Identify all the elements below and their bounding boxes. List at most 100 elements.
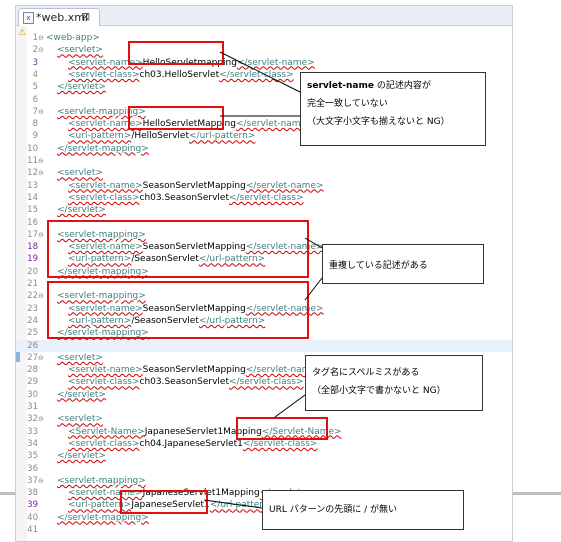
code-text: <servlet-name>SeasonServletMapping</serv… (68, 303, 324, 315)
fold-toggle-icon[interactable]: ⊖ (38, 353, 44, 362)
fold-toggle-icon[interactable]: ⊖ (38, 415, 44, 424)
code-text: <servlet-class>ch03.HelloServlet</servle… (68, 69, 294, 81)
code-line[interactable]: 36 (16, 463, 512, 475)
close-icon[interactable]: ⊠ (81, 10, 91, 23)
code-line[interactable]: 28<servlet-name>SeasonServletMapping</se… (16, 364, 512, 376)
xml-value: JapaneseServlet1Mapping (142, 488, 260, 499)
xml-tag: <servlet-mapping> (57, 475, 146, 486)
xml-tag: <servlet-class> (68, 377, 140, 388)
xml-tag: <servlet> (57, 414, 103, 425)
code-line[interactable]: 9<url-pattern>/HelloServlet</url-pattern… (16, 130, 512, 142)
fold-toggle-icon[interactable]: ⊖ (38, 46, 44, 55)
fold-toggle-icon[interactable]: ⊖ (38, 34, 44, 42)
xml-tag: </servlet-class> (228, 192, 304, 203)
code-line[interactable]: 33 <Servlet-Name>JapaneseServlet1Mapping<… (16, 426, 512, 438)
code-line[interactable]: 6 (16, 94, 512, 106)
code-text: <web-app> (46, 32, 100, 44)
code-line[interactable]: 8<servlet-name>HelloServletMapping</serv… (16, 118, 512, 130)
code-line[interactable]: 13<servlet-name>SeasonServletMapping</se… (16, 180, 512, 192)
fold-toggle-icon[interactable]: ⊖ (38, 157, 44, 165)
line-number: 28 (27, 365, 38, 376)
code-line[interactable]: 31 (16, 401, 512, 413)
code-line[interactable]: 35</servlet> (16, 450, 512, 462)
fold-toggle-icon[interactable]: ⊖ (38, 107, 44, 116)
code-line[interactable]: 40</servlet-mapping> (16, 512, 512, 524)
code-text: </servlet> (57, 81, 106, 93)
fold-toggle-icon[interactable]: ⊖ (38, 169, 44, 178)
callout-tag-typo: タグ名にスペルミスがある （全部小文字で書かないと NG） (305, 355, 483, 411)
code-line[interactable]: 16 (16, 217, 512, 229)
xml-value: JapaneseServlet1Mapping (144, 426, 262, 437)
code-line[interactable]: 12⊖<servlet> (16, 167, 512, 179)
line-number: 4 (32, 69, 38, 80)
code-line[interactable]: 22⊖<servlet-mapping> (16, 290, 512, 302)
fold-toggle-icon[interactable]: ⊖ (38, 292, 44, 301)
code-line[interactable]: 14<servlet-class>ch03.SeasonServlet</ser… (16, 192, 512, 204)
xml-value: HelloServletmapping (142, 57, 237, 68)
line-number: 15 (27, 205, 38, 216)
xml-value: ch03.SeasonServlet (139, 192, 229, 203)
connector-1 (219, 51, 301, 93)
line-number: 38 (27, 488, 38, 499)
code-line[interactable]: 24<url-pattern>/SeasonServlet</url-patte… (16, 315, 512, 327)
code-line[interactable]: 2⊖<servlet> (16, 44, 512, 56)
code-line[interactable]: 19<url-pattern>/SeasonServlet</url-patte… (16, 253, 512, 265)
line-number: 11 (27, 156, 38, 166)
fold-toggle-icon[interactable]: ⊖ (38, 476, 44, 485)
line-number: 16 (27, 217, 38, 228)
xml-tag: <Servlet-Name> (68, 426, 145, 437)
code-line[interactable]: 3<servlet-name>HelloServletmapping</serv… (16, 57, 512, 69)
editor-ruler (16, 26, 27, 541)
connector-4 (304, 277, 323, 301)
line-number: 14 (27, 192, 38, 203)
line-number: 20 (27, 266, 38, 277)
code-line[interactable]: 18 <servlet-name>SeasonServletMapping</se… (16, 241, 512, 253)
line-number: 33 (27, 426, 38, 437)
code-line[interactable]: 27⊖<servlet> (16, 352, 512, 364)
xml-tag: </url-pattern> (198, 315, 266, 326)
code-line[interactable]: 34<servlet-class>ch04.JapaneseServlet1</… (16, 438, 512, 450)
code-line[interactable]: 25</servlet-mapping> (16, 327, 512, 339)
code-text: <servlet> (57, 413, 103, 425)
code-text: <servlet-name>SeasonServletMapping</serv… (68, 180, 324, 192)
code-line[interactable]: 26 (16, 339, 512, 352)
xml-tag: <servlet-name> (68, 119, 143, 130)
code-line[interactable]: 41 (16, 524, 512, 536)
code-line[interactable]: 17⊖<servlet-mapping> (16, 229, 512, 241)
code-text: <url-pattern>/SeasonServlet</url-pattern… (68, 253, 265, 265)
code-line[interactable]: 29<servlet-class>ch03.SeasonServlet</ser… (16, 376, 512, 388)
xml-value: SeasonServletMapping (142, 303, 246, 314)
fold-toggle-icon[interactable]: ⊖ (38, 230, 44, 239)
code-text: </servlet-mapping> (57, 512, 149, 524)
code-text: <Servlet-Name>JapaneseServlet1Mapping</S… (68, 426, 342, 438)
code-line[interactable]: 10</servlet-mapping> (16, 143, 512, 155)
line-number: 5 (32, 82, 38, 93)
line-number: 18 (27, 242, 38, 253)
code-line[interactable]: 5 </servlet> (16, 81, 512, 93)
code-line[interactable]: 37⊖<servlet-mapping> (16, 475, 512, 487)
line-number: 39 (27, 500, 38, 511)
code-line[interactable]: 15</servlet> (16, 204, 512, 216)
code-line[interactable]: 7⊖<servlet-mapping> (16, 106, 512, 118)
code-line[interactable]: 30</servlet> (16, 389, 512, 401)
code-line[interactable]: 23<servlet-name>SeasonServletMapping</se… (16, 303, 512, 315)
tab-web-xml[interactable]: x *web.xml ⊠ (18, 8, 100, 26)
xml-tag: <servlet> (57, 45, 103, 56)
line-number: 25 (27, 328, 38, 339)
callout-url-slash-text: URL パターンの先頭に / が無い (269, 505, 398, 515)
xml-tag: </servlet> (57, 389, 106, 400)
xml-file-icon: x (23, 12, 34, 24)
xml-tag: <servlet-name> (68, 57, 143, 68)
code-line[interactable]: 4 <servlet-class>ch03.HelloServlet</servl… (16, 69, 512, 81)
line-number: 21 (27, 279, 38, 289)
xml-tag: </servlet-class> (242, 438, 318, 449)
xml-tag: </url-pattern> (198, 254, 266, 265)
code-line[interactable]: 1⊖<web-app> (16, 32, 512, 44)
code-line[interactable]: 21 (16, 278, 512, 290)
code-text: <servlet> (57, 44, 103, 56)
code-text: <servlet-name>SeasonServletMapping</serv… (68, 241, 324, 253)
code-line[interactable]: 20</servlet-mapping> (16, 266, 512, 278)
code-line[interactable]: 11⊖ (16, 155, 512, 167)
xml-tag: <servlet-name> (68, 303, 143, 314)
code-line[interactable]: 32⊖<servlet> (16, 413, 512, 425)
